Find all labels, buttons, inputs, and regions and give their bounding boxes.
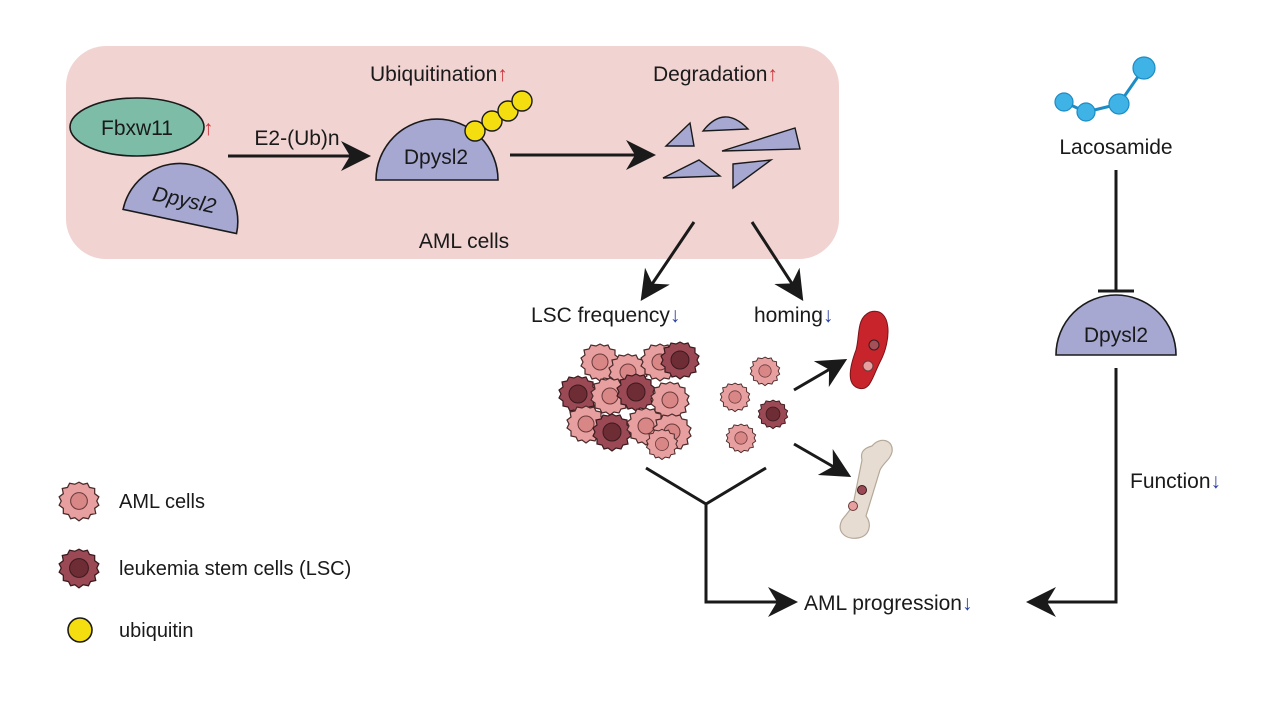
drug-name-label: Lacosamide — [1059, 136, 1172, 159]
legend-label: leukemia stem cells (LSC) — [119, 558, 351, 580]
ubiquitination-label: Ubiquitination↑ — [370, 63, 508, 86]
target-dpysl2-semicircle — [1055, 294, 1177, 356]
cell-cluster — [558, 341, 700, 461]
fragment — [662, 159, 722, 179]
arrow-to-bone — [793, 442, 852, 477]
outcome-label: AML progression↓ — [804, 592, 972, 615]
aml-cell — [749, 356, 781, 387]
bone-icon — [839, 439, 893, 539]
fragment — [664, 121, 695, 147]
aml-cell — [725, 423, 757, 454]
aml-cell — [719, 382, 751, 413]
ubiquitinated-dpysl2: Ubiquitination↑ Dpysl2 — [370, 63, 533, 181]
blood-vessel-icon — [849, 310, 889, 390]
aml-cell-icon — [58, 481, 100, 522]
fbxw11-label: Fbxw11 — [101, 117, 173, 140]
dpysl2-semicircle — [122, 162, 239, 235]
fragment — [721, 127, 801, 152]
fbxw11-up-arrow: ↑ — [203, 117, 214, 140]
legend-label: AML cells — [119, 491, 205, 513]
homing-label: homing↓ — [754, 304, 833, 327]
ubiquitin-bead — [511, 90, 533, 112]
arrow-to-homing — [750, 221, 804, 302]
lsc-cell-icon — [58, 548, 100, 589]
ubiq-dpysl2-label: Dpysl2 — [404, 146, 468, 169]
degradation-fragments: Degradation↑ — [653, 63, 801, 190]
e2-arrow-label: E2-(Ub)n — [254, 127, 339, 150]
degradation-label: Degradation↑ — [653, 63, 778, 86]
panel-label: AML cells — [419, 230, 509, 253]
fbxw11-ellipse — [69, 97, 205, 157]
merge-connector — [645, 466, 798, 617]
function-label: Function↓ — [1130, 470, 1221, 493]
legend: AML cells leukemia stem cells (LSC) ubiq… — [58, 481, 351, 643]
aml-cell — [645, 428, 679, 461]
lacosamide-molecule-icon — [1054, 56, 1156, 122]
lsc-cell — [592, 413, 632, 452]
ubiquitin-bead — [481, 110, 503, 132]
lsc-cell — [757, 399, 789, 430]
arrow-to-blood-vessel — [793, 358, 848, 392]
fragment — [732, 159, 774, 190]
arrow-to-lsc-frequency — [640, 221, 696, 301]
lsc-frequency-label: LSC frequency↓ — [531, 304, 680, 327]
ubiquitin-icon — [67, 617, 93, 643]
legend-label: ubiquitin — [119, 620, 194, 642]
ubiquitin-bead — [464, 120, 486, 142]
function-connector — [1026, 368, 1118, 617]
target-dpysl2-label: Dpysl2 — [1084, 324, 1148, 347]
fbxw11-dpysl2-complex: Dpysl2 Fbxw11 ↑ — [69, 97, 239, 235]
homing-cells — [719, 356, 789, 454]
fragment — [701, 116, 750, 132]
